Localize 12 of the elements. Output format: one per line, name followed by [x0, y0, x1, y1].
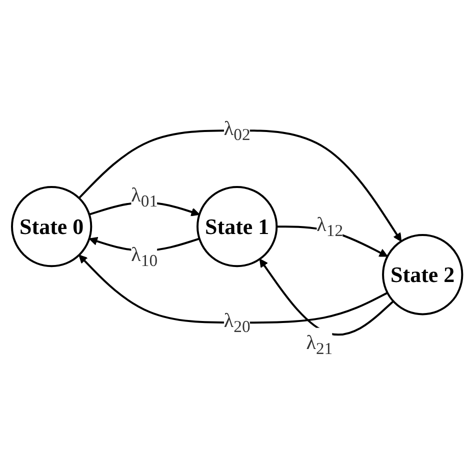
edge-label: λ$_{01}$ — [131, 184, 158, 210]
node-circle: State 0 — [10, 186, 92, 267]
edge-label: λ$_{02}$ — [224, 118, 250, 144]
edge-label: λ$_{10}$ — [131, 243, 158, 270]
node-circle: State 1 — [196, 186, 278, 267]
edge-label: λ$_{20}$ — [224, 310, 250, 336]
arrow — [78, 129, 402, 242]
node-circle: State 2 — [382, 234, 464, 315]
arrow — [78, 254, 388, 324]
arrow — [259, 258, 394, 336]
edge-label: λ$_{21}$ — [306, 331, 333, 358]
edge-label: λ$_{12}$ — [316, 214, 343, 240]
